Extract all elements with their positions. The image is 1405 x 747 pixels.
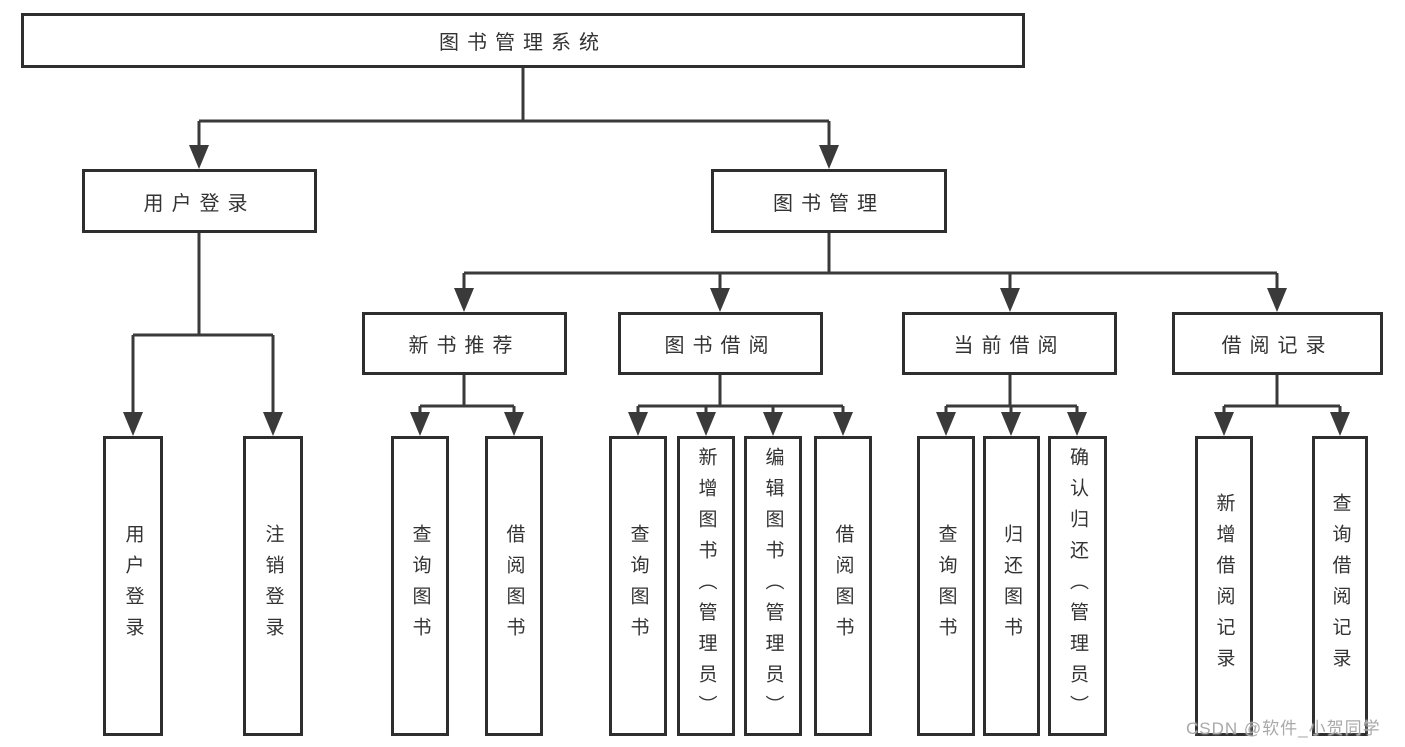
arrow-icon — [833, 412, 853, 436]
node-new-book-recommend: 新书推荐 — [362, 312, 567, 375]
leaf-user-login-label: 用户登录 — [122, 524, 144, 648]
arrow-icon — [504, 412, 524, 436]
leaf-query-books-1-label: 查询图书 — [409, 524, 431, 648]
leaf-borrow-books-1: 借阅图书 — [485, 436, 543, 736]
leaf-query-books-3: 查询图书 — [917, 436, 975, 736]
arrow-icon — [1067, 412, 1087, 436]
leaf-logout: 注销登录 — [243, 436, 303, 736]
node-user-login-label: 用户登录 — [143, 192, 256, 215]
leaf-confirm-return-admin-label: 确认归还（管理员） — [1067, 446, 1088, 726]
leaf-add-books-admin-label: 新增图书（管理员） — [695, 446, 717, 726]
leaf-add-borrow-record-label: 新增借阅记录 — [1213, 493, 1235, 679]
leaf-query-books-1: 查询图书 — [391, 436, 449, 736]
arrow-icon — [189, 145, 209, 169]
node-current-borrow: 当前借阅 — [902, 312, 1117, 375]
arrow-icon — [936, 412, 956, 436]
node-book-management: 图书管理 — [711, 169, 947, 233]
leaf-confirm-return-admin: 确认归还（管理员） — [1048, 436, 1107, 736]
node-new-book-recommend-label: 新书推荐 — [408, 335, 521, 357]
node-current-borrow-label: 当前借阅 — [953, 335, 1066, 357]
leaf-logout-label: 注销登录 — [262, 524, 284, 648]
arrowheads — [123, 145, 1350, 436]
arrow-icon — [628, 412, 648, 436]
node-user-login: 用户登录 — [82, 169, 317, 233]
leaf-query-books-3-label: 查询图书 — [935, 524, 957, 648]
arrow-icon — [696, 412, 716, 436]
arrow-icon — [1214, 412, 1234, 436]
leaf-edit-books-admin: 编辑图书（管理员） — [744, 436, 802, 736]
leaf-user-login: 用户登录 — [103, 436, 163, 736]
node-book-management-label: 图书管理 — [773, 192, 885, 215]
leaf-query-borrow-record: 查询借阅记录 — [1312, 436, 1368, 736]
leaf-query-borrow-record-label: 查询借阅记录 — [1329, 493, 1351, 679]
leaf-edit-books-admin-label: 编辑图书（管理员） — [762, 446, 784, 726]
arrow-icon — [454, 288, 474, 312]
arrow-icon — [263, 412, 283, 436]
leaf-borrow-books-1-label: 借阅图书 — [503, 524, 525, 648]
csdn-watermark: CSDN @软件_小贺同学 — [1186, 719, 1381, 738]
node-borrow-records-label: 借阅记录 — [1221, 335, 1334, 357]
node-borrow-records: 借阅记录 — [1172, 312, 1383, 375]
arrow-icon — [763, 412, 783, 436]
leaf-borrow-books-2-label: 借阅图书 — [832, 524, 854, 648]
arrow-icon — [819, 145, 839, 169]
arrow-icon — [1000, 288, 1020, 312]
arrow-icon — [710, 288, 730, 312]
tree-edges — [131, 68, 1342, 414]
leaf-add-borrow-record: 新增借阅记录 — [1195, 436, 1253, 736]
arrow-icon — [1267, 288, 1287, 312]
leaf-return-books: 归还图书 — [983, 436, 1040, 736]
leaf-borrow-books-2: 借阅图书 — [814, 436, 872, 736]
leaf-query-books-2-label: 查询图书 — [627, 524, 649, 648]
node-root-label: 图书管理系统 — [439, 32, 607, 54]
leaf-query-books-2: 查询图书 — [609, 436, 667, 736]
arrow-icon — [123, 412, 143, 436]
arrow-icon — [1001, 412, 1021, 436]
leaf-add-books-admin: 新增图书（管理员） — [677, 436, 735, 736]
arrow-icon — [410, 412, 430, 436]
arrow-icon — [1330, 412, 1350, 436]
node-root: 图书管理系统 — [21, 13, 1025, 68]
node-book-borrow: 图书借阅 — [618, 312, 823, 375]
node-book-borrow-label: 图书借阅 — [664, 335, 777, 357]
leaf-return-books-label: 归还图书 — [1001, 524, 1022, 648]
